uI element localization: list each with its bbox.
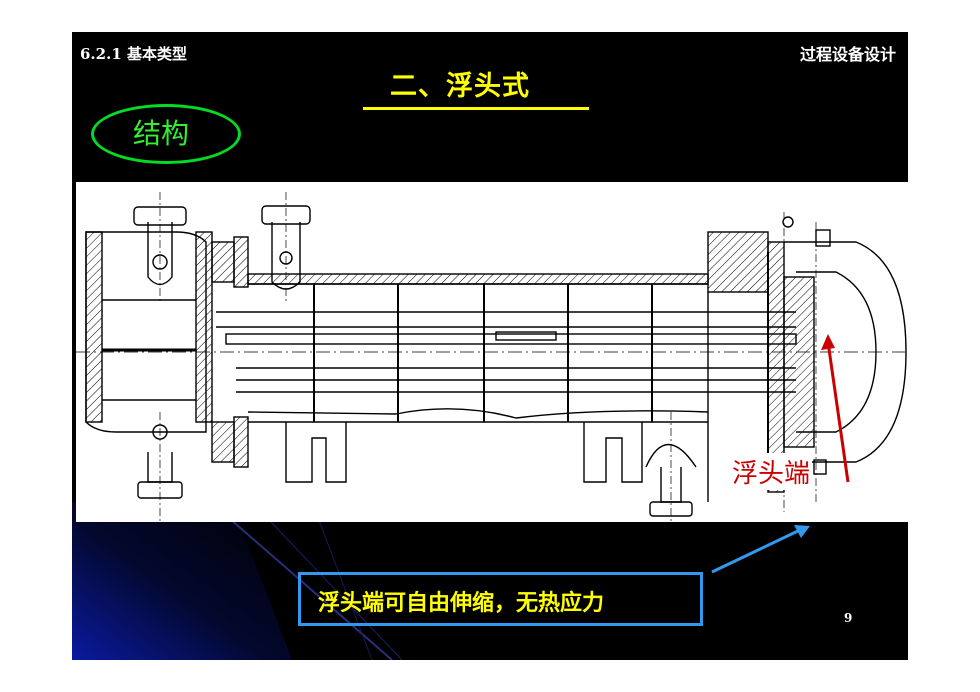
slide-title: 二、浮头式 xyxy=(390,71,530,102)
red-arrow xyxy=(826,341,850,483)
left-tubesheet-flange xyxy=(195,231,213,423)
red-arrow-head xyxy=(821,334,835,350)
course-title: 过程设备设计 xyxy=(799,45,896,64)
floating-head-label: 浮头端 xyxy=(730,453,813,490)
blue-arrow-head xyxy=(794,525,810,538)
blue-arrow-layer xyxy=(711,525,810,574)
slide: 6.2.1 基本类型 过程设备设计 二、浮头式 结构 xyxy=(72,32,908,660)
structure-label: 结构 xyxy=(133,117,190,150)
left-channel-wall xyxy=(85,231,103,423)
structure-oval xyxy=(91,104,241,164)
heat-exchanger-svg xyxy=(76,192,908,522)
section-number: 6.2.1 基本类型 xyxy=(80,45,187,63)
blue-arrow xyxy=(711,528,801,574)
callout-box xyxy=(298,572,703,626)
title-underline xyxy=(363,107,589,110)
page-number: 9 xyxy=(844,611,853,625)
callout-text: 浮头端可自由伸缩，无热应力 xyxy=(318,591,605,616)
floating-tubesheet xyxy=(783,276,815,448)
